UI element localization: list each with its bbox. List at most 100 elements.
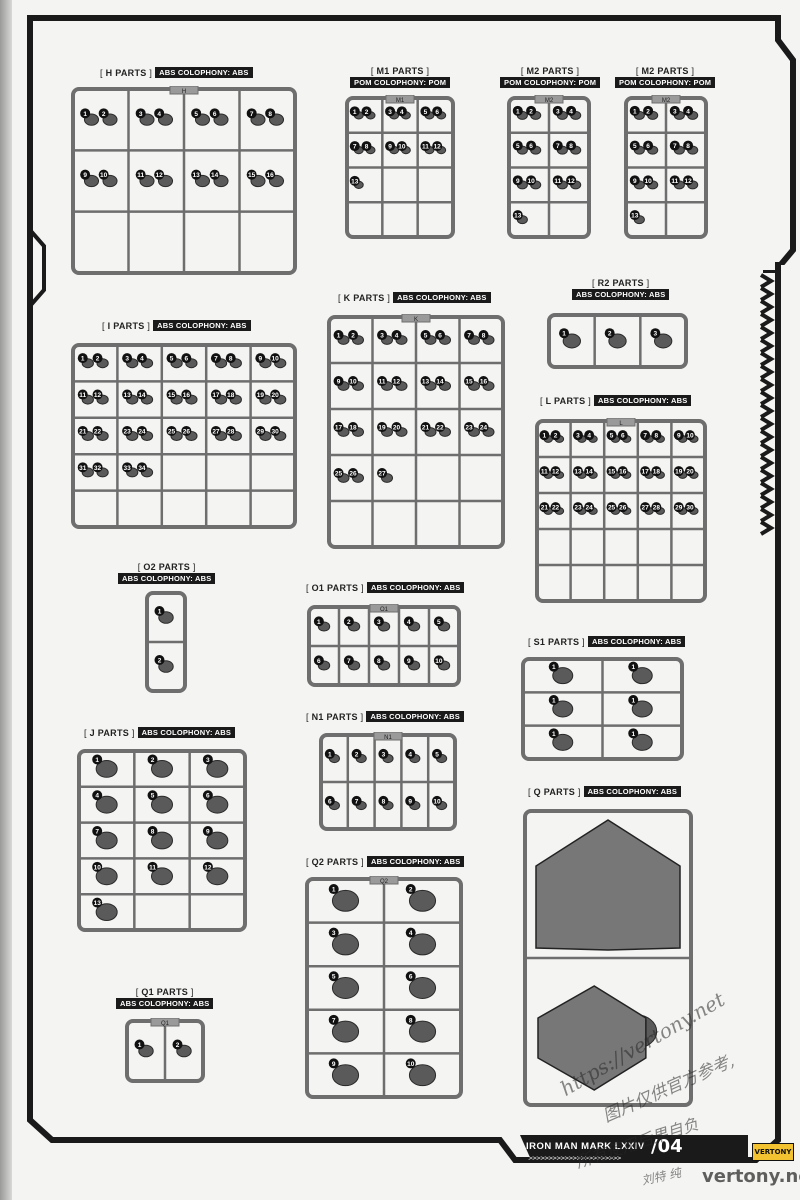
- part-number: 2: [96, 356, 100, 363]
- part-number: 7: [673, 143, 677, 150]
- part-number-marker: [92, 826, 103, 837]
- part-number-marker: [478, 376, 489, 387]
- part-number: 10: [398, 144, 406, 151]
- part-number: 8: [409, 1017, 413, 1024]
- part-number: 3: [673, 108, 677, 115]
- section-label-o2: O2 PARTS ABS COLOPHONY: ABS: [118, 562, 216, 584]
- part-number-marker: [606, 466, 617, 477]
- part-number: 9: [388, 144, 392, 151]
- part-number-marker: [225, 353, 236, 364]
- part-number-marker: [202, 826, 213, 837]
- part-number: 12: [156, 172, 164, 179]
- part-number: 6: [529, 143, 533, 150]
- part-number: 18: [349, 425, 357, 432]
- part-number: 11: [541, 469, 548, 476]
- part-number: 4: [587, 433, 591, 440]
- part-number: 11: [79, 392, 86, 399]
- part-number-marker: [225, 425, 236, 436]
- part-number: 10: [94, 864, 102, 871]
- part-number: 6: [621, 433, 625, 440]
- part-number: 18: [227, 392, 235, 399]
- material-badge: ABS COLOPHONY: ABS: [572, 289, 670, 300]
- part-number-marker: [572, 430, 583, 441]
- part-number: 21: [541, 505, 549, 512]
- part-number-marker: [333, 468, 344, 479]
- part-number: 5: [194, 111, 198, 118]
- part-number-marker: [136, 425, 147, 436]
- runner-tag-box: [150, 1018, 180, 1027]
- material-badge: POM COLOPHONY: POM: [350, 77, 451, 88]
- part-number-marker: [669, 140, 680, 151]
- plastic-part: [150, 831, 174, 850]
- section-name: R2 PARTS: [592, 278, 649, 288]
- part-number-marker: [432, 748, 443, 759]
- plastic-part: [206, 867, 229, 886]
- part-number: 6: [646, 143, 650, 150]
- part-number: 3: [654, 331, 658, 338]
- part-number-marker: [313, 655, 324, 666]
- part-number: 21: [422, 425, 430, 432]
- plastic-part: [331, 1020, 360, 1043]
- part-number: 14: [138, 392, 146, 399]
- plastic-part: [631, 667, 653, 685]
- runner-tag: M1: [396, 98, 405, 104]
- part-number: 5: [610, 433, 614, 440]
- part-number: 7: [214, 356, 218, 363]
- part-number-marker: [420, 141, 431, 152]
- part-number: 8: [365, 144, 369, 151]
- part-number: 22: [436, 425, 444, 432]
- part-number-marker: [552, 175, 563, 186]
- part-number-marker: [122, 353, 133, 364]
- section-label-q1: Q1 PARTS ABS COLOPHONY: ABS: [116, 987, 214, 1009]
- part-number: 5: [435, 751, 439, 758]
- part-number-marker: [572, 466, 583, 477]
- section-label-i: I PARTS ABS COLOPHONY: ABS: [102, 320, 251, 331]
- part-number: 16: [619, 469, 627, 476]
- part-number: 17: [642, 469, 650, 476]
- runner-tag: L: [619, 421, 623, 427]
- part-number: 9: [259, 356, 263, 363]
- runner-tag-box: [369, 604, 399, 613]
- part-number-marker: [80, 169, 91, 180]
- part-number: 12: [204, 864, 212, 871]
- part-number: 11: [137, 172, 144, 179]
- part-number: 2: [158, 658, 162, 665]
- part-number: 12: [434, 144, 442, 151]
- part-number: 20: [393, 425, 401, 432]
- plastic-part: [408, 1020, 437, 1043]
- part-number: 9: [83, 172, 87, 179]
- part-number: 7: [332, 1017, 336, 1024]
- part-number-marker: [433, 655, 444, 666]
- part-number: 23: [465, 425, 473, 432]
- part-number-marker: [361, 141, 372, 152]
- part-number-marker: [628, 728, 639, 739]
- material-badge: ABS COLOPHONY: ABS: [153, 320, 251, 331]
- part-number: 22: [552, 505, 560, 512]
- part-number-marker: [147, 826, 158, 837]
- part-number: 12: [94, 392, 102, 399]
- part-number-marker: [606, 502, 617, 513]
- part-number-marker: [328, 1058, 339, 1069]
- part-number-marker: [669, 175, 680, 186]
- section-name: S1 PARTS: [528, 637, 585, 647]
- part-number-marker: [349, 106, 360, 117]
- part-number-marker: [265, 169, 276, 180]
- part-number-marker: [643, 175, 654, 186]
- part-number: 2: [151, 757, 155, 764]
- part-number-marker: [464, 330, 475, 341]
- part-number-marker: [77, 462, 88, 473]
- part-number: 9: [332, 1061, 336, 1068]
- part-number: 1: [552, 664, 556, 671]
- part-number: 32: [94, 465, 102, 472]
- part-number: 7: [556, 143, 560, 150]
- part-number-marker: [166, 389, 177, 400]
- part-number-marker: [629, 210, 640, 221]
- part-number-marker: [683, 175, 694, 186]
- part-number-marker: [640, 430, 651, 441]
